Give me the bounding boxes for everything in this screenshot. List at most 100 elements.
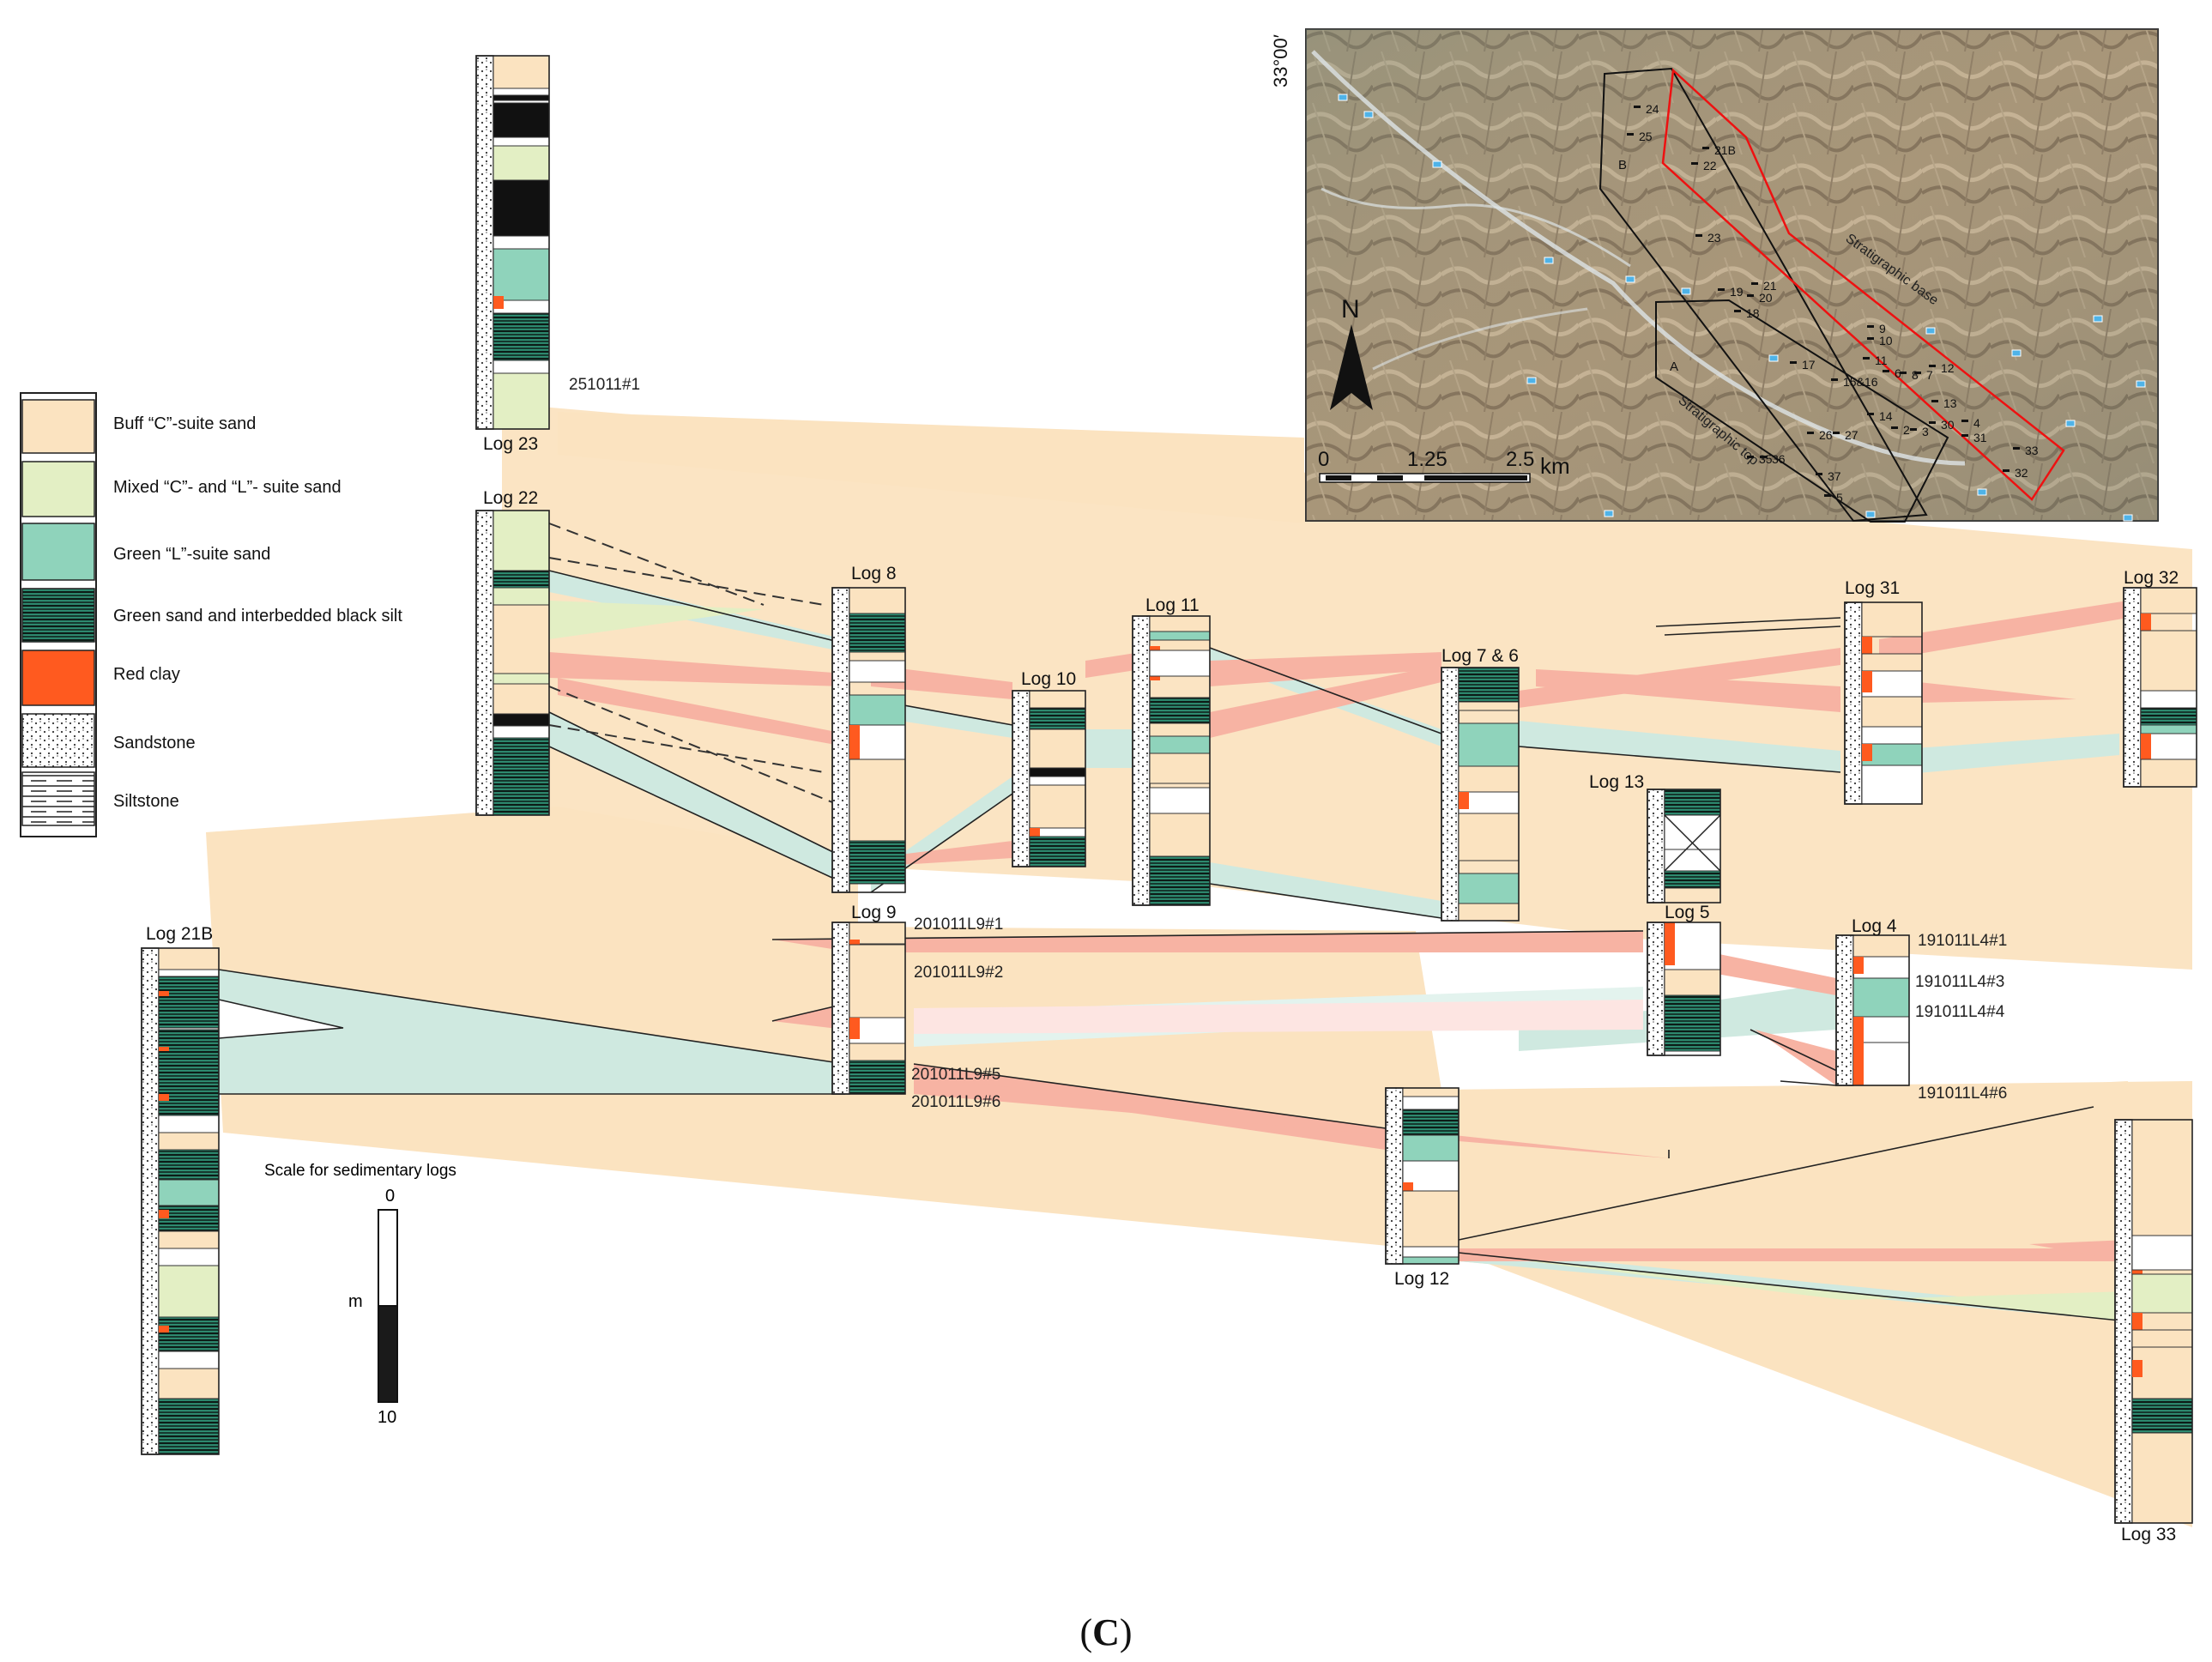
log-bed: [1149, 697, 1211, 724]
log-frame: [1132, 615, 1211, 906]
log-label: Log 22: [483, 488, 538, 508]
log-bed: [1861, 696, 1923, 728]
scale-top-label: 0: [385, 1187, 395, 1206]
log-lithology-strip: [475, 55, 494, 430]
site-marker: [1695, 234, 1702, 237]
site-marker: [1747, 456, 1754, 458]
site-marker: [1760, 456, 1767, 458]
site-marker: [1891, 426, 1898, 429]
log-bed: [1029, 776, 1086, 786]
area-letter: A: [1670, 360, 1678, 374]
map-scale-tick: 2.5: [1506, 448, 1534, 471]
site-number: 2: [1903, 423, 1910, 437]
legend-swatch: [21, 713, 95, 768]
log-lithology-strip: [1441, 667, 1460, 922]
site-marker: [1931, 400, 1938, 402]
red-clay-correlation-band: [1459, 1248, 2128, 1261]
green-correlation-band: [1519, 721, 1840, 772]
sedimentary-log-column: [1835, 934, 1910, 1086]
green-correlation-band: [219, 970, 845, 1094]
site-marker: [1929, 421, 1936, 424]
log-bed: [493, 312, 550, 361]
log-bed: [158, 1230, 220, 1249]
log-frame: [475, 510, 550, 816]
log-label: Log 13: [1589, 772, 1644, 792]
log-bed: [1852, 934, 1910, 958]
log-label: Log 4: [1852, 916, 1897, 936]
log-bed: [1403, 1182, 1413, 1191]
log-label: Log 12: [1394, 1269, 1449, 1289]
buff-correlation-panel: [206, 807, 2192, 1527]
log-bed: [1029, 690, 1086, 709]
log-bed: [2140, 630, 2197, 692]
log-bed: [1402, 1256, 1460, 1265]
log-bed: [493, 88, 550, 96]
log-label: Log 23: [483, 434, 538, 454]
log-bed: [2140, 587, 2197, 614]
log-bed: [849, 1018, 860, 1039]
green-correlation-band: [549, 712, 845, 884]
site-number: 21: [1763, 279, 1777, 293]
water-point-marker: [1768, 354, 1779, 362]
log-bed: [849, 840, 906, 885]
red-clay-correlation-band: [1755, 1030, 1836, 1085]
water-point-marker: [2123, 514, 2133, 522]
log-bed: [158, 1265, 220, 1318]
log-bed: [158, 1368, 220, 1399]
log-bed: [493, 136, 550, 147]
site-number: 27: [1845, 428, 1858, 442]
legend-swatch: [21, 461, 95, 517]
green-correlation-band: [1210, 862, 1441, 918]
water-point-marker: [1544, 257, 1554, 264]
water-point-marker: [1681, 287, 1691, 295]
red-clay-correlation-band: [772, 931, 1643, 952]
sample-label: 201011L9#2: [914, 964, 1003, 982]
site-marker: [1627, 133, 1634, 136]
water-point-marker: [2093, 315, 2103, 323]
river: [1321, 187, 1631, 268]
north-arrow: N: [1330, 295, 1373, 410]
log-bed: [1664, 870, 1721, 889]
log-bed: [158, 1398, 220, 1455]
log-frame: [1835, 934, 1910, 1086]
log-frame: [2123, 587, 2197, 788]
site-marker: [1867, 413, 1874, 415]
site-number: 7: [1926, 368, 1933, 382]
legend-swatch: [21, 399, 95, 454]
log-label: Log 8: [851, 564, 897, 583]
caption-letter: C: [1092, 1611, 1120, 1653]
log-bed: [1664, 994, 1721, 1052]
legend-swatch: [21, 523, 95, 581]
sedimentary-log-column: [475, 510, 550, 816]
study-area-outline-a: [1655, 299, 1949, 523]
green-correlation-band: [1085, 729, 1141, 768]
log-bed: [1029, 767, 1086, 777]
legend-swatch: [21, 771, 95, 826]
stratigraphic-base-outline: [1661, 68, 2065, 501]
red-clay-correlation-band: [1879, 678, 2076, 704]
log-bed: [2131, 1235, 2193, 1271]
caption-open: (: [1079, 1611, 1092, 1653]
water-point-marker: [1363, 111, 1374, 118]
river: [1372, 307, 1588, 371]
log-lithology-strip: [141, 947, 160, 1455]
log-lithology-strip: [831, 587, 850, 893]
log-lithology-strip: [2114, 1119, 2133, 1524]
site-number: 19: [1730, 285, 1744, 299]
log-bed: [493, 510, 550, 571]
log-bed: [493, 179, 550, 237]
site-marker: [1914, 372, 1921, 374]
log-bed: [493, 94, 550, 101]
legend-swatch: [21, 588, 95, 643]
legend-label: Buff “C”-suite sand: [113, 414, 256, 433]
water-point-marker: [1604, 510, 1614, 517]
log-bed: [2132, 1313, 2142, 1330]
log-bed: [2140, 758, 2197, 788]
scale-title: Scale for sedimentary logs: [264, 1162, 456, 1180]
log-bed: [2131, 1273, 2193, 1314]
sample-label: 201011L9#5: [911, 1066, 1000, 1084]
log-bed: [2131, 1432, 2193, 1524]
sample-labels: 251011#1 201011L9#1 201011L9#2 201011L9#…: [569, 376, 2007, 1111]
log-bed: [1149, 722, 1211, 737]
log-lithology-strip: [831, 922, 850, 1095]
